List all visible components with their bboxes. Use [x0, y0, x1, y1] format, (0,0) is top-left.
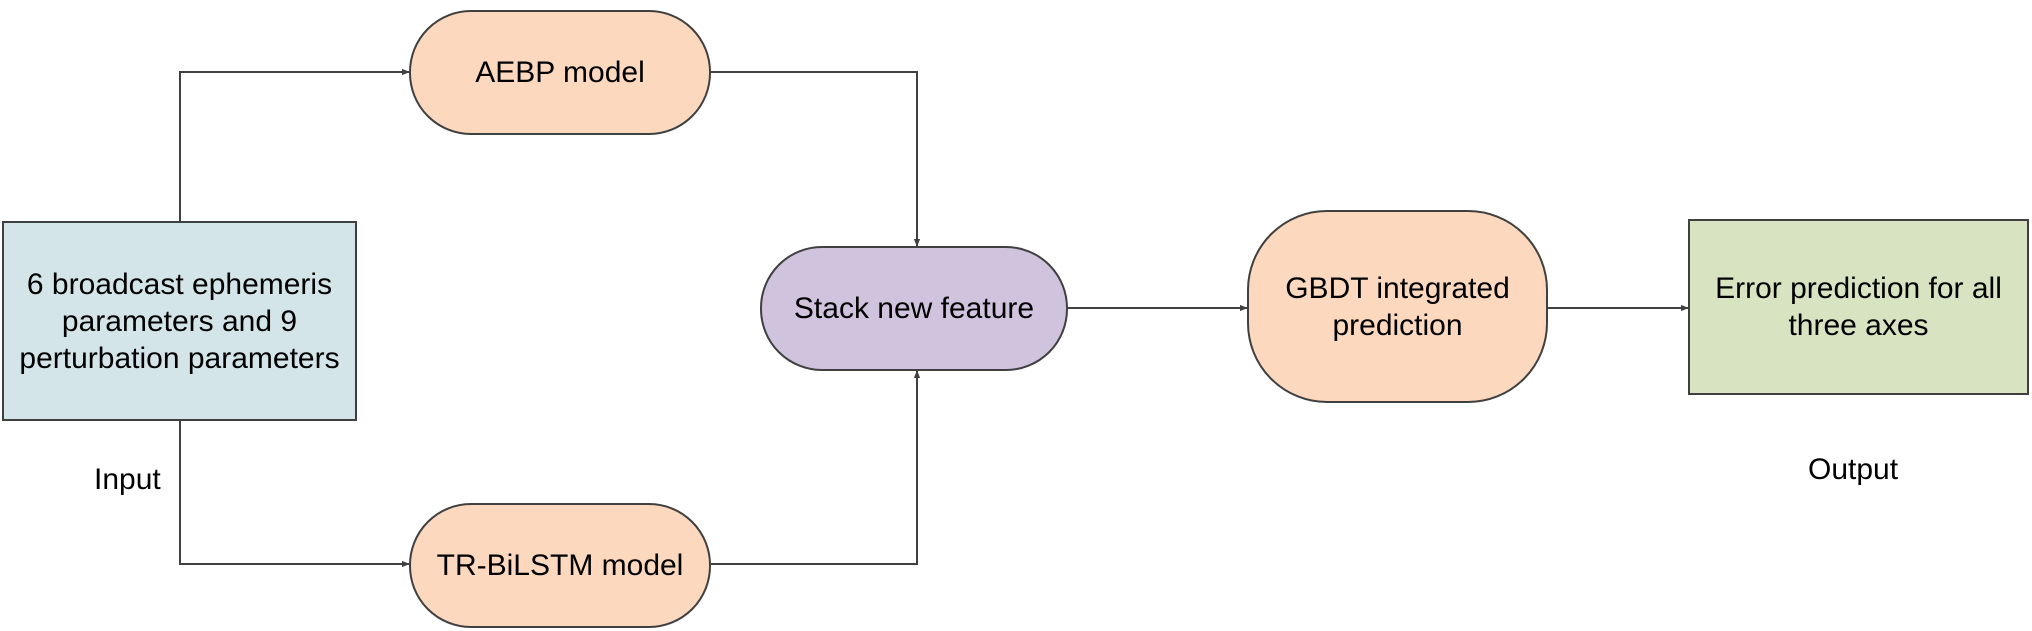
- error-prediction-label: Error prediction for all three axes: [1715, 272, 2002, 342]
- tr-bilstm-model-node: TR-BiLSTM model: [409, 503, 711, 628]
- input-node: 6 broadcast ephemeris parameters and 9 p…: [2, 221, 357, 421]
- edge-aebp-to-stack: [711, 71, 921, 247]
- gbdt-integrated-prediction-node: GBDT integrated prediction: [1247, 210, 1548, 403]
- aebp-model-label: AEBP model: [475, 56, 645, 89]
- edge-tr-bilstm-to-stack: [711, 370, 921, 565]
- edge-input-to-tr-bilstm: [179, 421, 410, 568]
- tr-bilstm-model-label: TR-BiLSTM model: [436, 549, 684, 582]
- input-caption: Input: [94, 463, 161, 496]
- error-prediction-node: Error prediction for all three axes: [1688, 219, 2029, 395]
- stack-new-feature-label: Stack new feature: [793, 292, 1035, 325]
- edge-input-to-aebp: [179, 68, 410, 221]
- output-caption: Output: [1808, 453, 1899, 486]
- stack-new-feature-node: Stack new feature: [760, 246, 1068, 371]
- aebp-model-node: AEBP model: [409, 10, 711, 135]
- gbdt-integrated-prediction-label: GBDT integrated prediction: [1285, 271, 1510, 342]
- input-node-label: 6 broadcast ephemeris parameters and 9 p…: [19, 267, 340, 375]
